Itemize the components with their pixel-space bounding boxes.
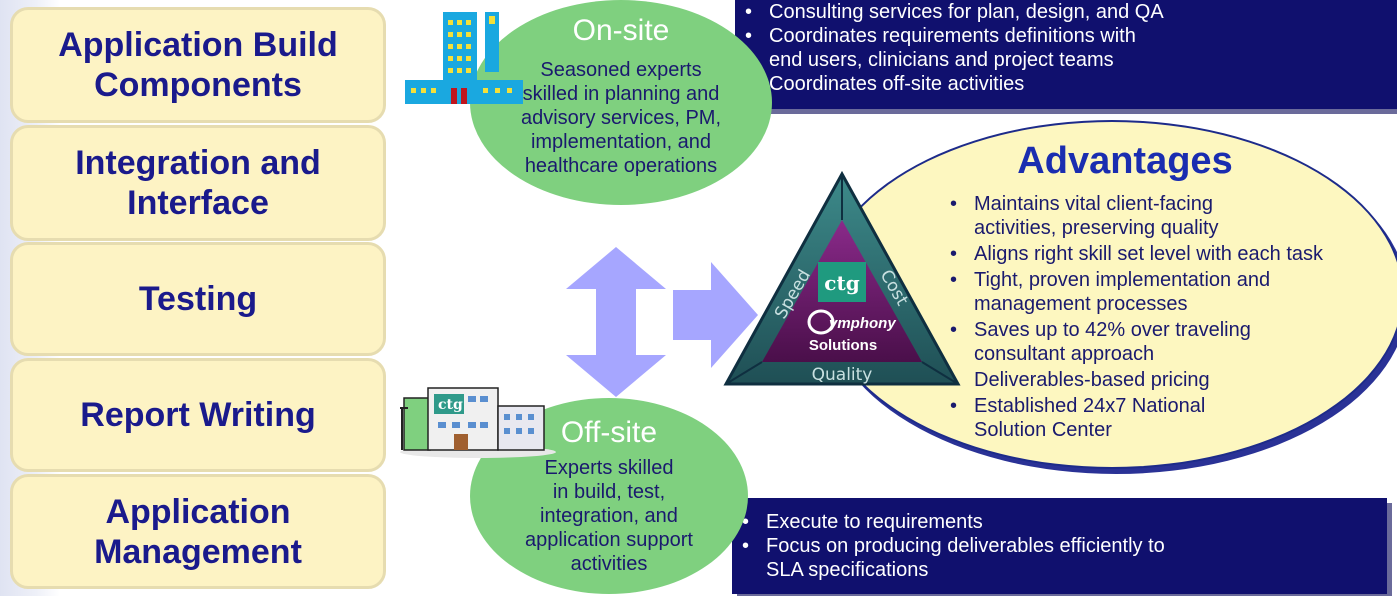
phase-label: Testing [138,280,258,318]
right-arrow-icon [673,262,758,368]
advantage-item: Maintains vital client-facing activities… [940,192,1380,240]
advantage-item: Saves up to 42% over traveling consultan… [940,318,1380,366]
solutions-brand-text: Solutions [809,337,877,354]
advantages-title: Advantages [1017,140,1233,182]
offsite-bullet: Execute to requirements [732,510,1387,534]
onsite-bullet: Consulting services for plan, design, an… [735,0,1397,24]
bidirectional-arrow-icon [566,247,666,397]
phase-label: Report Writing [80,396,316,434]
advantages-list: Maintains vital client-facing activities… [940,192,1380,444]
building-sign-text: ctg [438,397,463,413]
office-building-icon: ctg [400,387,556,458]
phase-application-management: Application Management [10,474,386,589]
phase-label: Application Management [94,492,302,571]
office-tower-icon [405,12,523,104]
onsite-bullet: Coordinates off-site activities [735,72,1397,96]
phase-label: Application Build Components [58,26,338,104]
onsite-bullet: Coordinates requirements definitions wit… [735,24,1397,72]
phase-label: Integration and Interface [75,144,321,222]
offsite-details-box: Execute to requirements Focus on produci… [732,498,1387,594]
phase-testing: Testing [10,242,386,356]
offsite-title: Off-site [560,416,658,449]
ctg-logo-text: ctg [824,271,859,295]
phase-integration: Integration and Interface [10,125,386,241]
symphony-brand-text: ymphony [828,315,896,332]
advantage-item: Aligns right skill set level with each t… [940,242,1380,266]
phase-report-writing: Report Writing [10,358,386,472]
advantage-item: Established 24x7 National Solution Cente… [940,394,1380,442]
phase-application-build: Application Build Components [10,7,386,123]
onsite-ellipse: On-site Seasoned experts skilled in plan… [470,0,772,205]
offsite-description: Experts skilled in build, test, integrat… [525,457,693,575]
onsite-details-box: Consulting services for plan, design, an… [735,0,1397,109]
triangle-quality-label: Quality [812,365,873,385]
onsite-title: On-site [572,14,670,47]
advantage-item: Deliverables-based pricing [940,368,1380,392]
onsite-description: Seasoned experts skilled in planning and… [520,59,722,177]
advantage-item: Tight, proven implementation and managem… [940,268,1380,316]
offsite-bullet: Focus on producing deliverables efficien… [732,534,1387,582]
speed-cost-quality-triangle: Speed Cost Quality ctg ymphony Solutions [723,170,961,386]
